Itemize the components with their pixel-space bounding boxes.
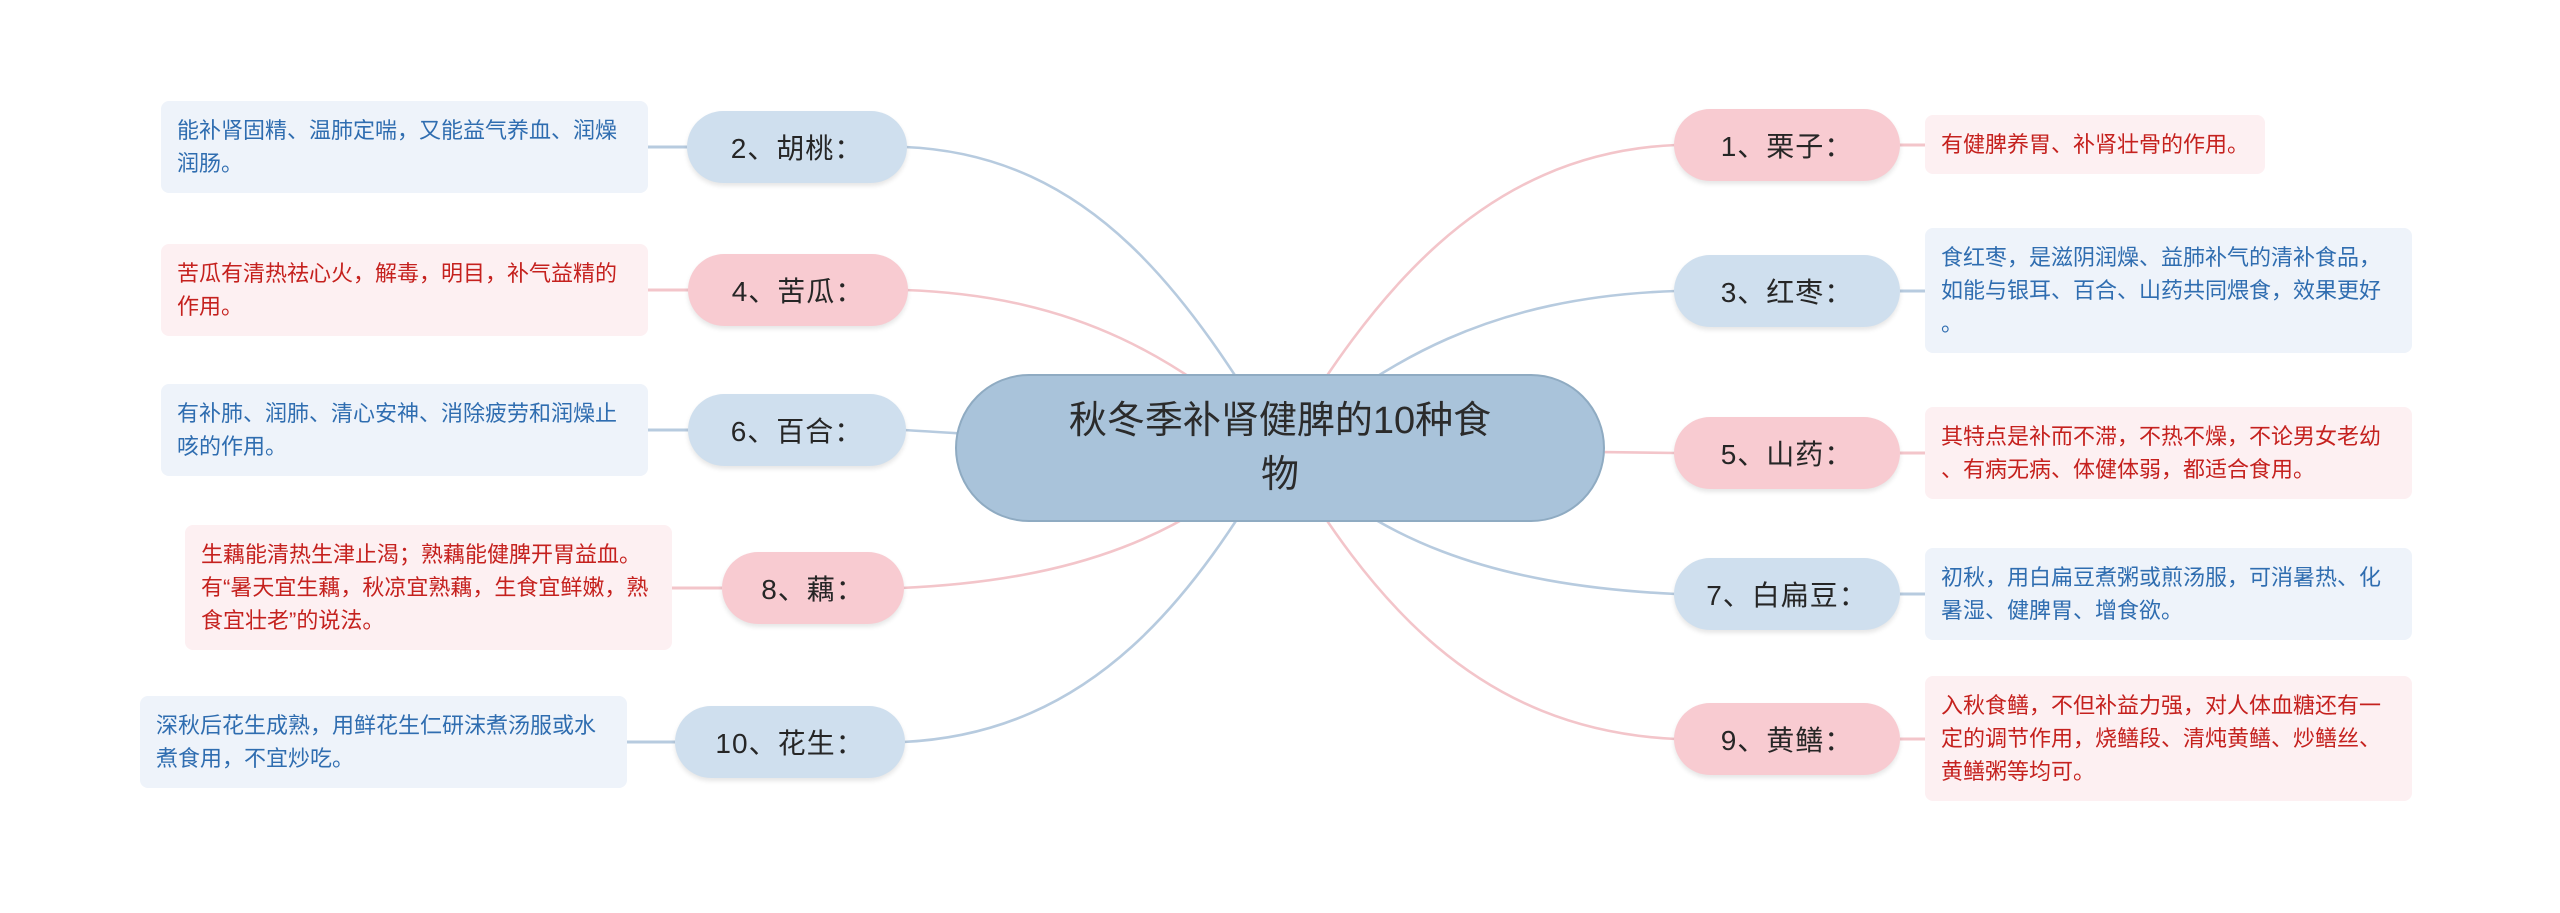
branch-node-3-red-date: 3、红枣： xyxy=(1674,255,1900,327)
central-topic-node: 秋冬季补肾健脾的10种食物 xyxy=(955,374,1605,522)
branch-node-6-lily: 6、百合： xyxy=(688,394,906,466)
branch-note-2-walnut: 能补肾固精、温肺定喘，又能益气养血、润燥润肠。 xyxy=(161,101,648,193)
branch-node-9-eel: 9、黄鳝： xyxy=(1674,703,1900,775)
branch-node-10-peanut: 10、花生： xyxy=(675,706,905,778)
branch-note-1-chestnut: 有健脾养胃、补肾壮骨的作用。 xyxy=(1925,115,2266,174)
branch-note-5-yam: 其特点是补而不滞，不热不燥，不论男女老幼、有病无病、体健体弱，都适合食用。 xyxy=(1925,407,2412,499)
branch-node-8-lotus-root: 8、藕： xyxy=(722,552,904,624)
branch-node-5-yam: 5、山药： xyxy=(1674,417,1900,489)
branch-note-8-lotus-root: 生藕能清热生津止渴；熟藕能健脾开胃益血。有“暑天宜生藕，秋凉宜熟藕，生食宜鲜嫩，… xyxy=(185,525,672,650)
branch-note-9-eel: 入秋食鳝，不但补益力强，对人体血糖还有一定的调节作用，烧鳝段、清炖黄鳝、炒鳝丝、… xyxy=(1925,676,2412,801)
branch-note-4-bitter-melon: 苦瓜有清热祛心火，解毒，明目，补气益精的作用。 xyxy=(161,244,648,336)
branch-note-7-hyacinth-bean: 初秋，用白扁豆煮粥或煎汤服，可消暑热、化暑湿、健脾胃、增食欲。 xyxy=(1925,548,2412,640)
branch-note-6-lily: 有补肺、润肺、清心安神、消除疲劳和润燥止咳的作用。 xyxy=(161,384,648,476)
branch-node-2-walnut: 2、胡桃： xyxy=(687,111,907,183)
branch-node-4-bitter-melon: 4、苦瓜： xyxy=(688,254,908,326)
branch-note-3-red-date: 食红枣，是滋阴润燥、益肺补气的清补食品，如能与银耳、百合、山药共同煨食，效果更好… xyxy=(1925,228,2412,353)
branch-note-10-peanut: 深秋后花生成熟，用鲜花生仁研沫煮汤服或水煮食用，不宜炒吃。 xyxy=(140,696,627,788)
branch-node-1-chestnut: 1、栗子： xyxy=(1674,109,1900,181)
branch-node-7-hyacinth-bean: 7、白扁豆： xyxy=(1674,558,1900,630)
